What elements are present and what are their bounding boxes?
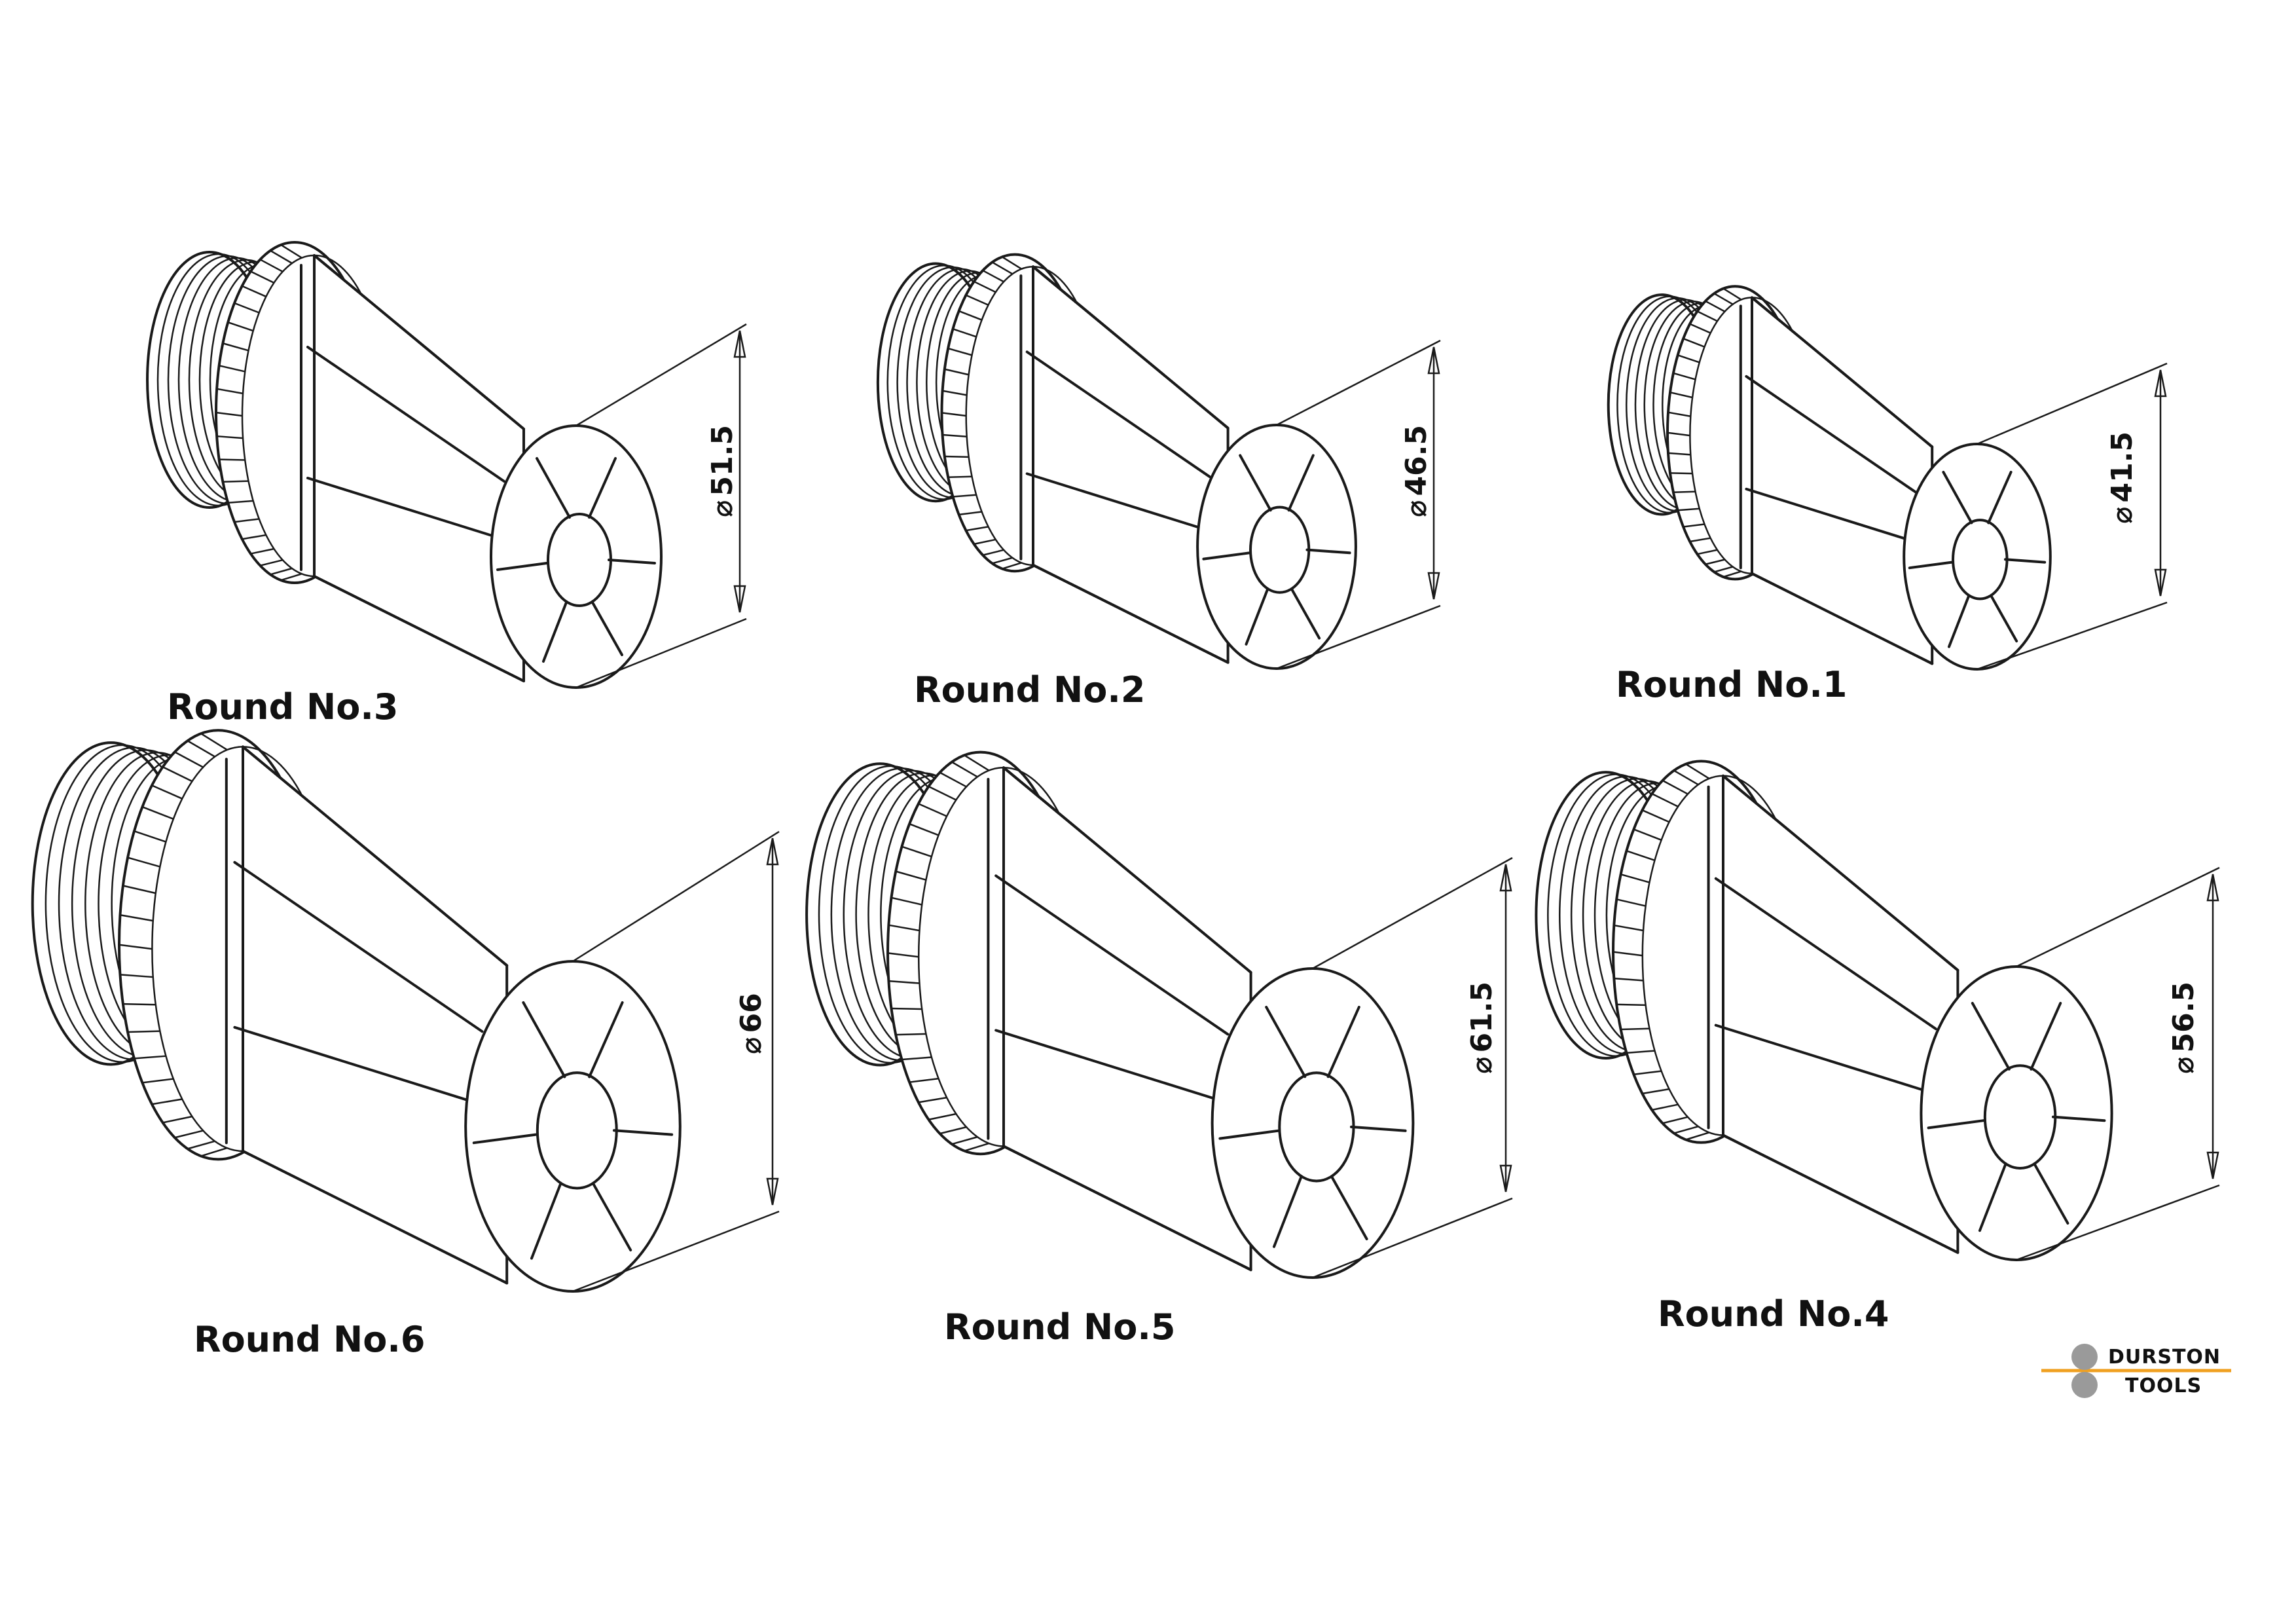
diameter-dimension bbox=[572, 830, 780, 1293]
front-face bbox=[1211, 967, 1415, 1279]
caption-round-no-4: Round No.4 bbox=[1658, 1293, 1889, 1335]
tapered-body bbox=[1002, 766, 1252, 1272]
front-face bbox=[1920, 965, 2113, 1261]
collet-round-no-3 bbox=[146, 241, 747, 689]
front-face bbox=[1196, 424, 1357, 670]
tapered-body bbox=[242, 745, 509, 1285]
diameter-label-round-no-4: ⌀56.5 bbox=[2167, 982, 2200, 1074]
collet-round-no-2 bbox=[876, 253, 1441, 670]
logo-text-tools: TOOLS bbox=[2125, 1375, 2202, 1397]
tapered-body bbox=[1722, 774, 1959, 1254]
bore-hole bbox=[1952, 519, 2009, 600]
collet-round-no-1 bbox=[1607, 285, 2168, 671]
bore-hole bbox=[536, 1071, 618, 1190]
diameter-label-round-no-6: ⌀66 bbox=[735, 993, 768, 1054]
front-face bbox=[1903, 443, 2052, 671]
collet-round-no-6 bbox=[31, 729, 780, 1293]
tapered-body bbox=[1751, 296, 1934, 665]
front-face bbox=[464, 960, 682, 1293]
durston-tools-logo: DURSTON TOOLS bbox=[2041, 1344, 2231, 1398]
bore-hole bbox=[1278, 1071, 1355, 1183]
collet-round-no-5 bbox=[805, 750, 1513, 1279]
diameter-dimension bbox=[1276, 339, 1441, 670]
logo-dot-bottom bbox=[2071, 1372, 2098, 1398]
logo-text-durston: DURSTON bbox=[2108, 1346, 2221, 1369]
diameter-dimension bbox=[575, 323, 747, 689]
tapered-body bbox=[313, 254, 525, 682]
diameter-dimension bbox=[1312, 857, 1513, 1279]
caption-round-no-5: Round No.5 bbox=[944, 1306, 1175, 1348]
diameter-label-round-no-2: ⌀46.5 bbox=[1400, 425, 1433, 517]
tapered-body bbox=[1032, 265, 1230, 664]
logo-dot-top bbox=[2071, 1344, 2098, 1370]
bore-hole bbox=[1249, 506, 1311, 594]
diameter-label-round-no-5: ⌀61.5 bbox=[1465, 982, 1499, 1074]
diameter-dimension bbox=[1977, 362, 2168, 671]
collet-round-no-4 bbox=[1535, 760, 2220, 1261]
caption-round-no-2: Round No.2 bbox=[914, 669, 1145, 710]
caption-round-no-6: Round No.6 bbox=[194, 1319, 425, 1360]
bore-hole bbox=[547, 513, 612, 607]
caption-round-no-1: Round No.1 bbox=[1616, 664, 1847, 705]
front-face bbox=[490, 424, 663, 689]
bore-hole bbox=[1983, 1064, 2057, 1170]
caption-round-no-3: Round No.3 bbox=[167, 686, 398, 728]
diameter-dimension bbox=[2016, 866, 2220, 1261]
diameter-label-round-no-3: ⌀51.5 bbox=[706, 425, 739, 517]
diameter-label-round-no-1: ⌀41.5 bbox=[2105, 432, 2139, 524]
